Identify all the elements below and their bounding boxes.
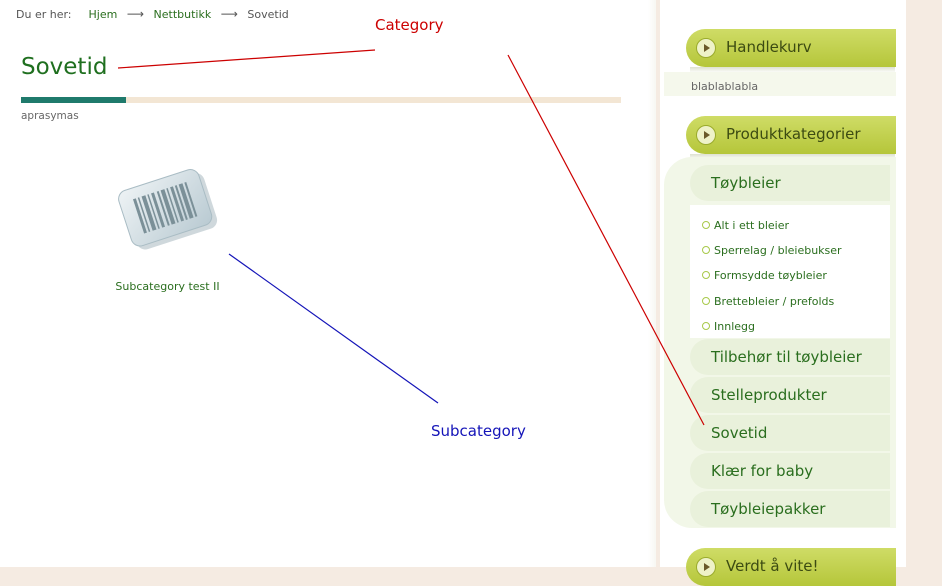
category-label: Stelleprodukter: [711, 386, 827, 404]
subcategory-item[interactable]: Sperrelag / bleiebukser: [702, 244, 842, 257]
cart-body: [664, 72, 896, 96]
subcategory-pointer-line: [228, 253, 439, 404]
subcategory-label[interactable]: Subcategory test II: [115, 280, 220, 293]
page-subtitle: aprasymas: [21, 110, 79, 122]
subcategory-item-label: Sperrelag / bleiebukser: [714, 244, 842, 257]
bullet-icon: [702, 271, 710, 279]
subcategory-item[interactable]: Formsydde tøybleier: [702, 269, 827, 282]
category-sidebar-pointer-line: [507, 54, 705, 426]
cart-title: Handlekurv: [726, 38, 812, 56]
breadcrumb-shop-link[interactable]: Nettbutikk: [153, 8, 212, 21]
breadcrumb-current: Sovetid: [247, 8, 289, 21]
subcategory-item-label: Innlegg: [714, 320, 755, 333]
cart-text: blablablabla: [691, 80, 759, 93]
title-underline: [21, 97, 621, 103]
categories-title: Produktkategorier: [726, 125, 861, 143]
title-underline-accent: [21, 97, 126, 103]
category-item[interactable]: Sovetid: [690, 415, 890, 451]
cart-header[interactable]: Handlekurv: [686, 29, 896, 67]
category-item[interactable]: Tøybleier: [690, 165, 890, 201]
content-divider: [648, 0, 656, 567]
category-pointer-line: [117, 49, 376, 69]
breadcrumb-arrow-icon: ⟶: [220, 7, 238, 21]
breadcrumb-arrow-icon: ⟶: [126, 7, 145, 21]
subcategory-item-label: Formsydde tøybleier: [714, 269, 827, 282]
subcategory-item-label: Brettebleier / prefolds: [714, 295, 835, 308]
subcategory-item[interactable]: Innlegg: [702, 320, 755, 333]
bullet-icon: [702, 246, 710, 254]
bullet-icon: [702, 221, 710, 229]
play-icon: [696, 125, 716, 145]
subcategory-item[interactable]: Alt i ett bleier: [702, 219, 789, 232]
main-content: Du er her: Hjem ⟶ Nettbutikk ⟶ Sovetid S…: [0, 0, 648, 567]
annotation-subcategory: Subcategory: [431, 422, 526, 440]
subcategory-item[interactable]: Brettebleier / prefolds: [702, 295, 834, 308]
category-label: Tøybleiepakker: [711, 500, 826, 518]
annotation-lines: [117, 49, 705, 426]
breadcrumb-prefix: Du er her:: [16, 8, 72, 21]
category-item[interactable]: Tøybleiepakker: [690, 491, 890, 527]
subcategory-list: Alt i ett bleier Sperrelag / bleiebukser…: [690, 205, 890, 338]
subcategory-tile[interactable]: Subcategory test II: [100, 160, 235, 300]
header-shadow: [690, 67, 895, 73]
bullet-icon: [702, 297, 710, 305]
category-label: Tilbehør til tøybleier: [711, 348, 862, 366]
category-item[interactable]: Stelleprodukter: [690, 377, 890, 413]
annotation-category: Category: [375, 16, 444, 34]
page-title: Sovetid: [21, 54, 108, 80]
category-label: Tøybleier: [711, 174, 781, 192]
category-label: Klær for baby: [711, 462, 814, 480]
categories-header[interactable]: Produktkategorier: [686, 116, 896, 154]
category-item[interactable]: Klær for baby: [690, 453, 890, 489]
category-item[interactable]: Tilbehør til tøybleier: [690, 339, 890, 375]
sidebar: Handlekurv blablablabla Produktkategorie…: [660, 0, 906, 586]
breadcrumb: Du er her: Hjem ⟶ Nettbutikk ⟶ Sovetid: [16, 7, 289, 21]
subcategory-item-label: Alt i ett bleier: [714, 219, 789, 232]
breadcrumb-home-link[interactable]: Hjem: [88, 8, 118, 21]
bullet-icon: [702, 322, 710, 330]
category-label: Sovetid: [711, 424, 768, 442]
play-icon: [696, 38, 716, 58]
barcode-icon[interactable]: [118, 165, 218, 255]
